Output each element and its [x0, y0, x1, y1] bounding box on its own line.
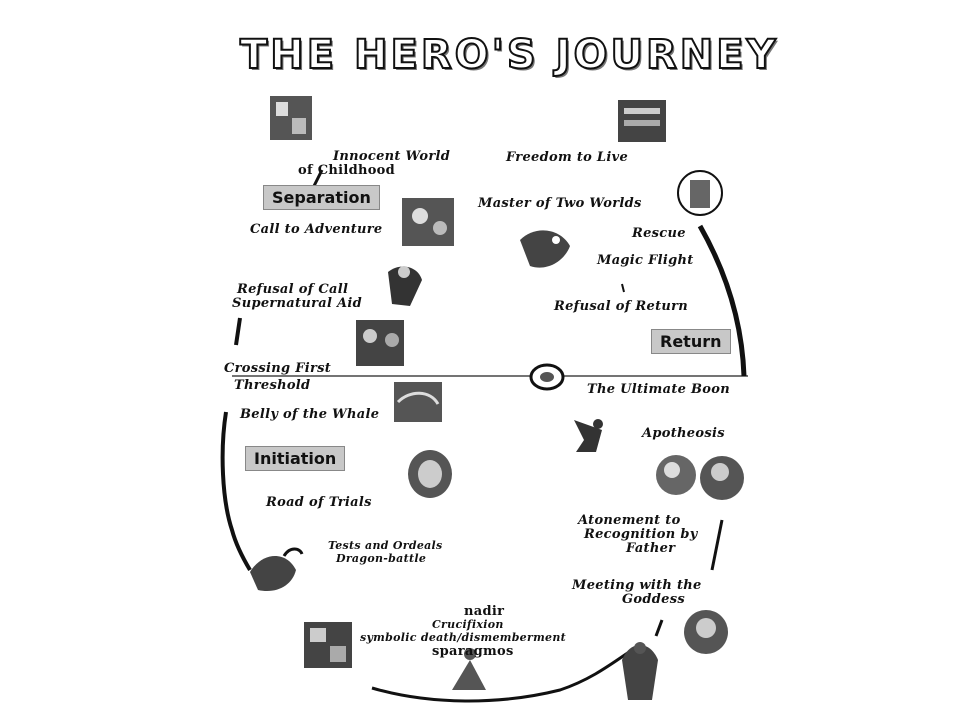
stage-crossing-first: Crossing First [224, 361, 332, 376]
woodcut-dragon-battle-icon [250, 547, 304, 592]
woodcut-dismemberment-figure-icon [452, 648, 486, 690]
stage-innocent-world-line2: of Childhood [298, 163, 396, 178]
stage-dragon-battle: Dragon-battle [336, 552, 427, 565]
woodcut-innocent-world-icon [270, 96, 312, 140]
left-arc-upper [234, 317, 242, 346]
woodcut-threshold-guardian-icon [356, 320, 404, 366]
top-left-tick [312, 169, 324, 187]
stage-nadir: nadir [464, 604, 505, 619]
stage-road-of-trials: Road of Trials [266, 495, 372, 510]
diagram-title: THE HERO'S JOURNEY [239, 31, 779, 79]
stage-innocent-world: Innocent World [333, 149, 451, 164]
woodcut-dragon-rescue-icon [520, 230, 570, 268]
woodcut-boon-figure-icon [574, 419, 603, 452]
stage-goddess: Goddess [622, 592, 685, 607]
woodcut-nadir-scene-icon [304, 622, 352, 668]
stage-supernatural-aid: Supernatural Aid [232, 296, 363, 311]
stage-refusal-of-return: Refusal of Return [554, 299, 689, 314]
stage-meeting-goddess: Meeting with the [572, 578, 702, 593]
woodcut-goddess-icon [684, 610, 728, 654]
woodcut-supernatural-aid-icon [388, 266, 422, 306]
stage-belly-of-whale: Belly of the Whale [240, 407, 380, 422]
stage-master-of-two-worlds: Master of Two Worlds [478, 196, 642, 211]
stage-refusal-of-call: Refusal of Call [237, 282, 349, 297]
right-arc-middle [710, 519, 724, 571]
stage-magic-flight: Magic Flight [597, 253, 694, 268]
stage-threshold: Threshold [234, 378, 311, 393]
stage-father: Father [626, 541, 676, 556]
stage-apotheosis: Apotheosis [642, 426, 725, 441]
stage-crucifixion: Crucifixion [432, 618, 504, 631]
stage-freedom-to-live: Freedom to Live [506, 150, 629, 165]
woodcut-master-two-worlds-icon [677, 170, 723, 216]
section-initiation: Initiation [245, 446, 346, 471]
stage-rescue: Rescue [632, 226, 686, 241]
woodcut-road-trials-icon [408, 450, 452, 498]
woodcut-ring-icon [529, 363, 565, 391]
right-arc-upper [697, 224, 747, 377]
stage-sparagmos: sparagmos [432, 644, 514, 659]
bottom-right-tick [654, 619, 664, 637]
woodcut-angel-figure-icon [622, 642, 658, 700]
stage-call-to-adventure: Call to Adventure [250, 222, 383, 237]
woodcut-whale-icon [394, 382, 442, 422]
woodcut-apotheosis-faces-icon [656, 455, 744, 500]
stage-ultimate-boon: The Ultimate Boon [587, 382, 731, 397]
stage-symbolic-death: symbolic death/dismemberment [360, 631, 566, 644]
refusal-tick [621, 283, 625, 293]
woodcut-freedom-icon [618, 100, 666, 142]
section-separation: Separation [263, 185, 380, 210]
stage-tests-and-ordeals: Tests and Ordeals [328, 539, 443, 552]
stage-recognition-by: Recognition by [584, 527, 698, 542]
stage-atonement: Atonement to [578, 513, 681, 528]
bottom-arc [371, 648, 633, 703]
left-arc-lower [220, 411, 252, 572]
woodcut-call-adventure-icon [402, 198, 454, 246]
section-return: Return [651, 329, 731, 354]
